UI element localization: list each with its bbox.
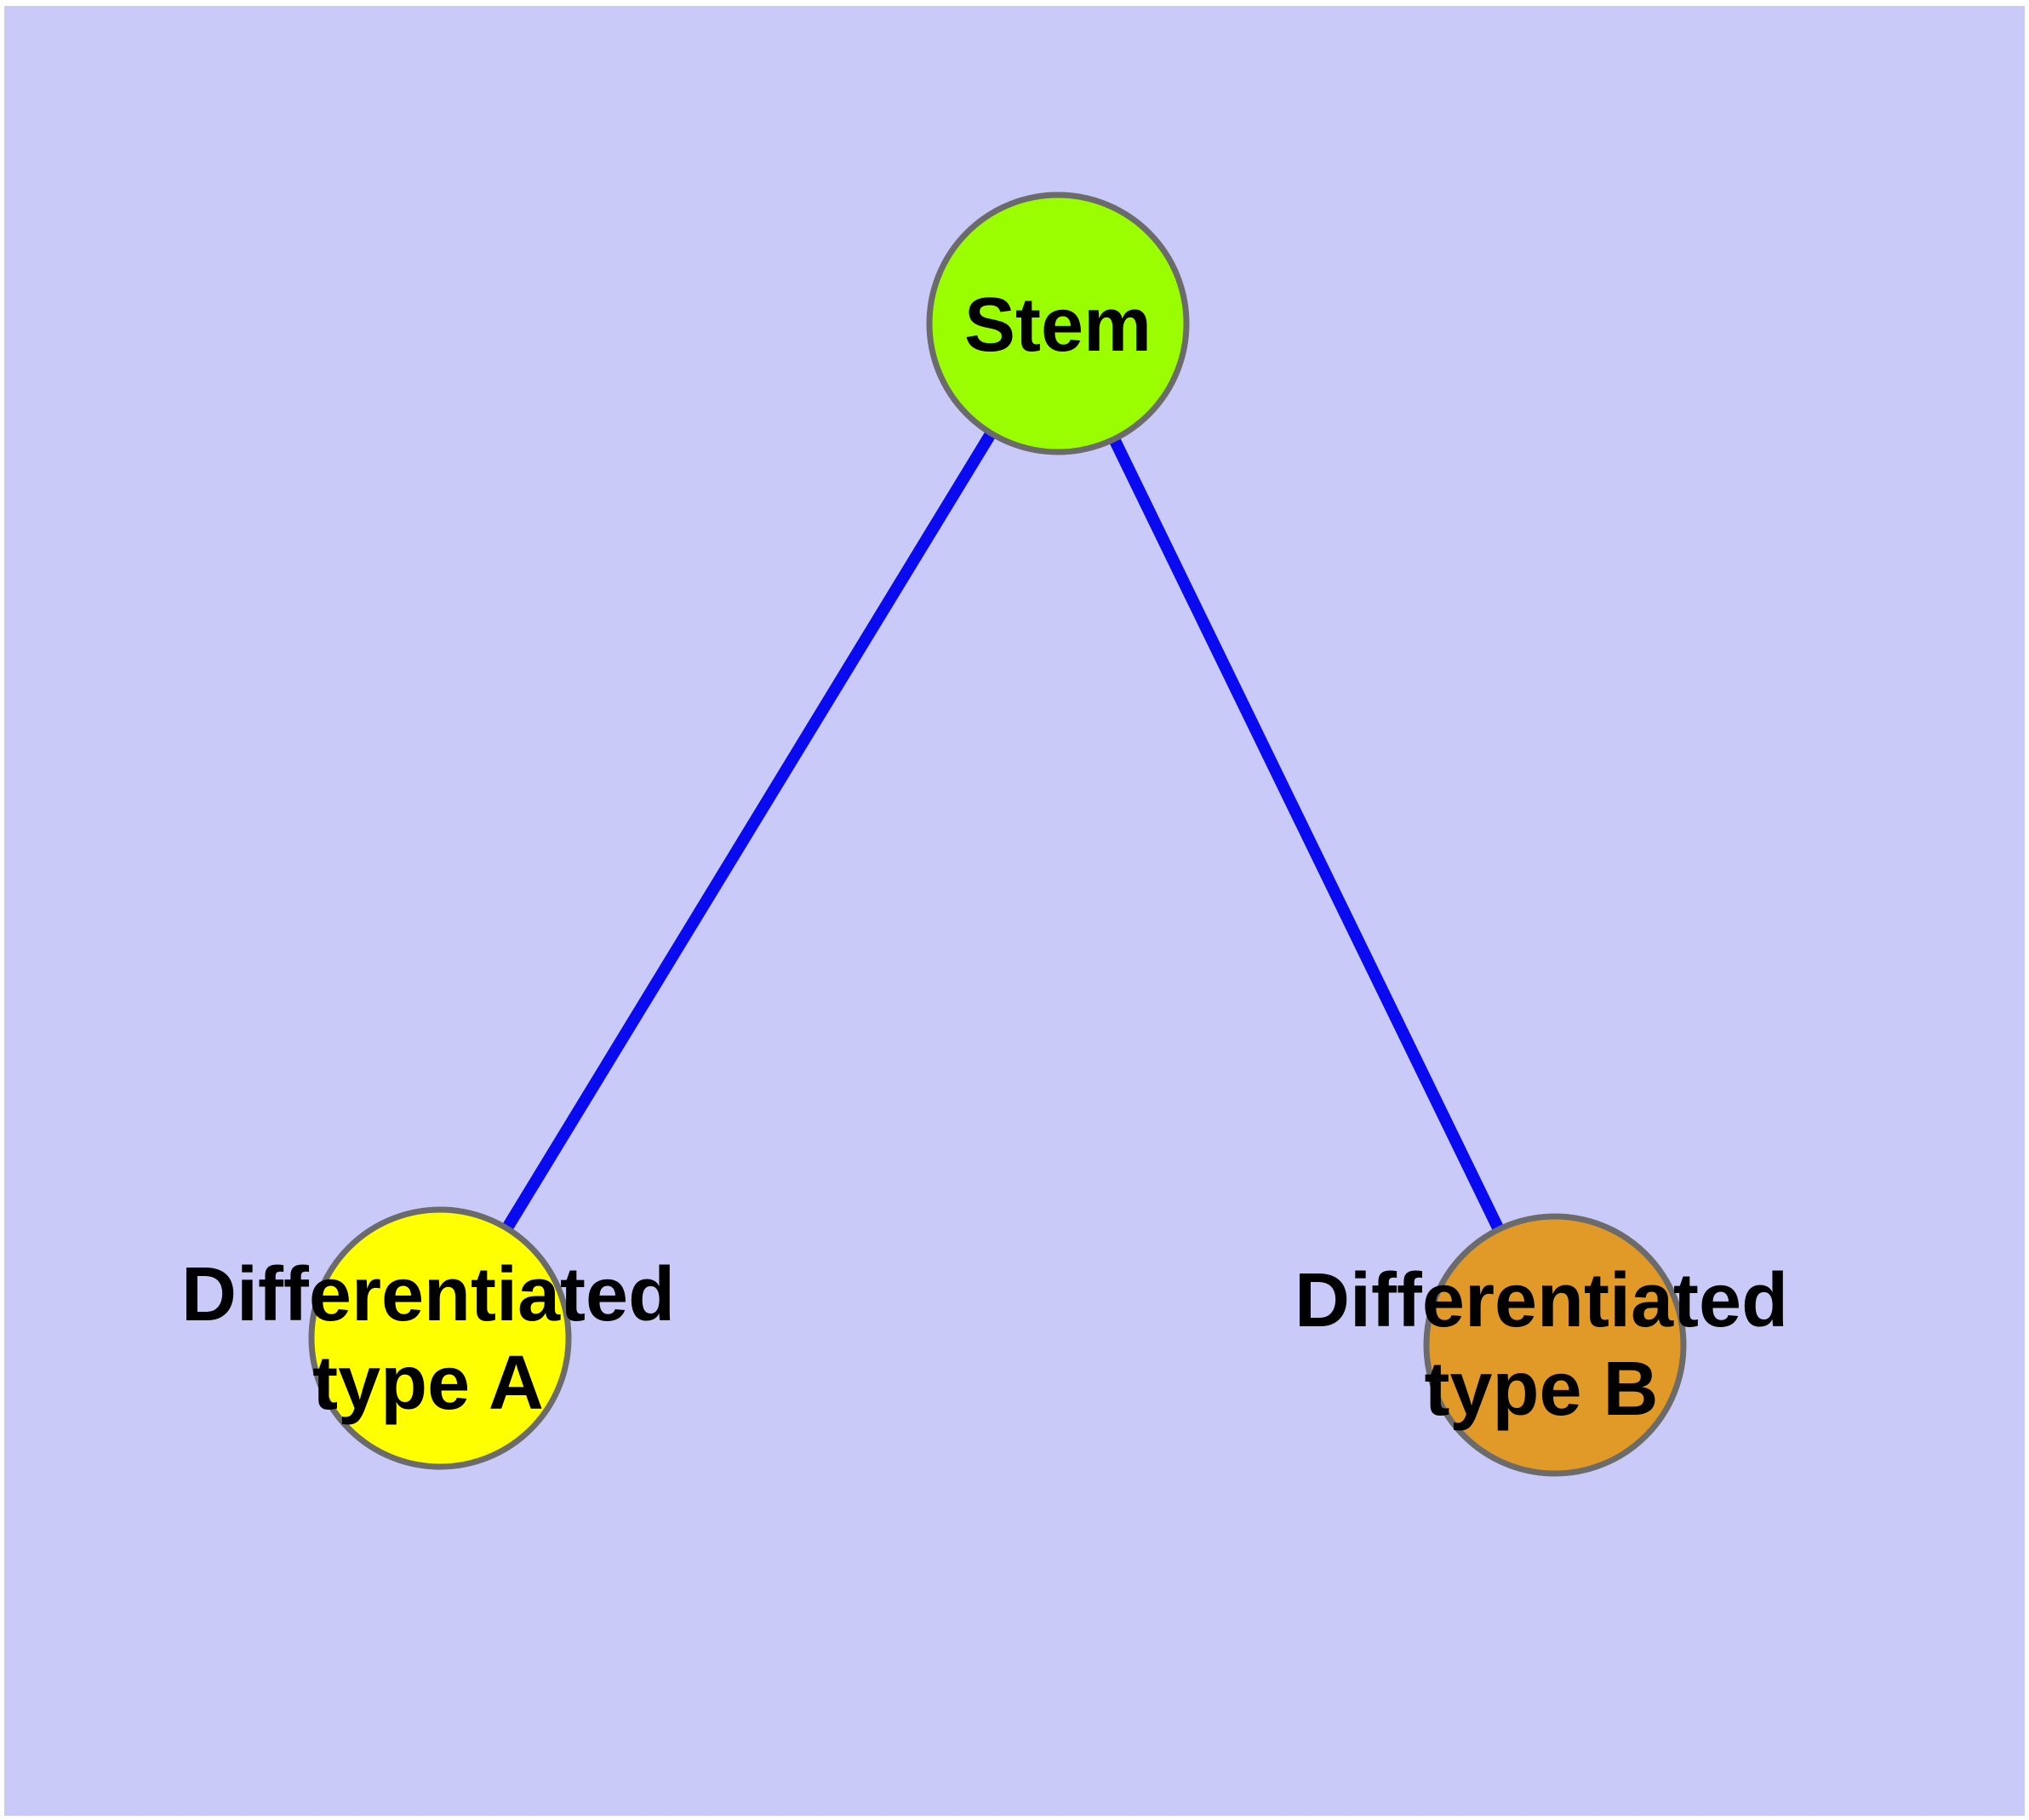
network-graph-svg <box>308 192 1687 1477</box>
edge-stem-to-diff-b <box>1052 320 1561 1348</box>
plot-area: Stem Differentiated type A Differentiate… <box>4 6 2025 1816</box>
node-circle-diff-b <box>1423 1213 1687 1477</box>
node-circle-diff-a <box>308 1206 572 1470</box>
edge-stem-to-diff-a <box>435 320 1063 1342</box>
node-circle-stem <box>926 192 1190 455</box>
